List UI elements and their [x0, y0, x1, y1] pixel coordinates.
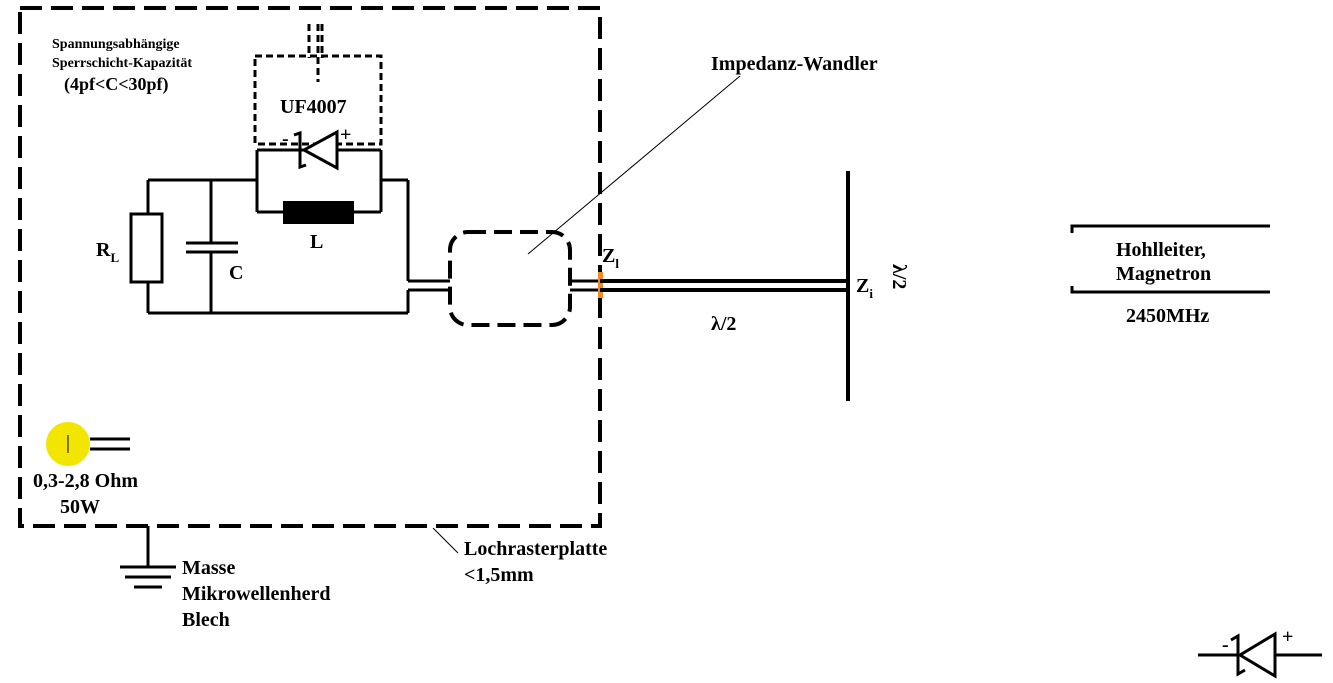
resistor-label: RL	[96, 239, 119, 265]
waveguide-bottom	[1070, 286, 1270, 294]
z-l-label: Zl	[602, 245, 619, 271]
masse-label-line1: Masse	[182, 557, 235, 579]
impedanz-wandler-label: Impedanz-Wandler	[711, 53, 878, 75]
capacitor-label: C	[229, 262, 243, 284]
impedance-transformer-box	[448, 230, 572, 327]
z-i-label: Zi	[856, 275, 873, 301]
diode-minus-label: -	[282, 128, 289, 150]
kapazitaet-label-line1: Spannungsabhängige	[52, 37, 180, 52]
legend-minus-label: -	[1222, 634, 1229, 656]
inductor-symbol	[283, 201, 354, 224]
transformer-leader-line	[527, 75, 741, 255]
legend-plus-label: +	[1282, 626, 1293, 648]
diode-symbol	[293, 129, 339, 171]
lambda-half-vertical-label: λ/2	[888, 264, 910, 289]
masse-label-line2: Mikrowellenherd	[182, 583, 331, 605]
resistor-symbol	[129, 212, 164, 284]
masse-label-line3: Blech	[182, 609, 230, 631]
legend-diode	[1198, 631, 1322, 679]
lambda-half-horizontal-label: λ/2	[711, 313, 736, 335]
frequency-label: 2450MHz	[1126, 305, 1209, 327]
waveguide-top	[1070, 224, 1270, 233]
inductor-label: L	[310, 231, 323, 253]
hohlleiter-label-line2: Magnetron	[1116, 263, 1211, 285]
port-marker	[598, 272, 603, 298]
board-outline	[18, 6, 602, 528]
diode-plus-label: +	[340, 124, 351, 146]
lochraster-label-line1: Lochrasterplatte	[464, 538, 607, 560]
kapazitaet-range-label: (4pf<C<30pf)	[64, 74, 169, 95]
hohlleiter-label-line1: Hohlleiter,	[1116, 239, 1206, 261]
kapazitaet-label-line2: Sperrschicht-Kapazität	[52, 56, 192, 71]
board-leader-line	[432, 527, 459, 554]
power-label: 50W	[60, 496, 100, 518]
lochraster-label-line2: <1,5mm	[464, 564, 534, 586]
ohm-range-label: 0,3-2,8 Ohm	[33, 470, 138, 492]
diode-name-label: UF4007	[280, 96, 347, 118]
